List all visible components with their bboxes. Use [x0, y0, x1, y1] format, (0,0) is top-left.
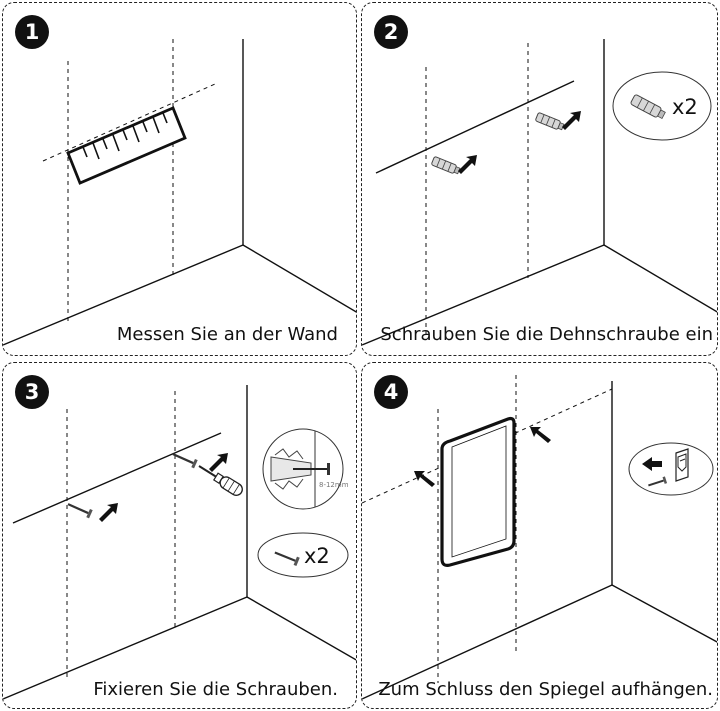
- screw-icon: [648, 476, 668, 487]
- arrow-icon: [458, 155, 477, 174]
- step-3-panel: 8-12mm x2 3 Fixieren Sie die Schrauben.: [2, 362, 357, 709]
- floor-line-left: [362, 584, 613, 700]
- floor-line-right: [246, 596, 356, 661]
- step-1-panel: 1 Messen Sie an der Wand: [2, 2, 357, 356]
- arrow-icon: [414, 471, 435, 487]
- wall-hook-icon: [675, 448, 689, 482]
- step-caption: Zum Schluss den Spiegel aufhängen.: [378, 679, 713, 700]
- mirror-icon: [440, 416, 516, 567]
- hook-callout: [628, 442, 714, 496]
- step-4-panel: 4 Zum Schluss den Spiegel aufhängen.: [361, 362, 718, 709]
- step-number-badge: 3: [15, 375, 49, 409]
- wall-plug-icon: [535, 112, 565, 131]
- step-caption: Messen Sie an der Wand: [116, 324, 338, 345]
- floor-line-left: [362, 244, 605, 346]
- arrow-icon: [642, 457, 662, 471]
- screwdriver-icon: [198, 465, 243, 496]
- step-caption: Fixieren Sie die Schrauben.: [93, 679, 338, 700]
- floor-line-right: [242, 244, 356, 313]
- wall-plug-icon: [431, 156, 461, 175]
- step-4-illustration: [362, 375, 717, 700]
- level-line: [12, 432, 222, 524]
- floor-line-right: [603, 244, 717, 313]
- quantity-callout: [257, 532, 349, 578]
- floor-line-left: [3, 244, 244, 346]
- ruler-icon: [66, 106, 187, 185]
- step-2-illustration: x2: [362, 39, 717, 346]
- step-2-panel: x2 2 Schrauben Sie die Dehnschraube ein: [361, 2, 718, 356]
- arrow-icon: [562, 111, 581, 130]
- screw-icon: [67, 503, 93, 519]
- depth-label: 8-12mm: [319, 481, 349, 489]
- step-number-badge: 2: [374, 15, 408, 49]
- quantity-label: x2: [304, 544, 330, 568]
- quantity-callout: [612, 71, 712, 141]
- step-number-badge: 4: [374, 375, 408, 409]
- quantity-label: x2: [672, 95, 698, 119]
- floor-line-left: [3, 596, 248, 700]
- step-number-badge: 1: [15, 15, 49, 49]
- step-3-illustration: 8-12mm x2: [3, 385, 356, 700]
- screw-icon: [172, 453, 198, 469]
- depth-detail-callout: 8-12mm: [262, 428, 349, 510]
- step-caption: Schrauben Sie die Dehnschraube ein: [380, 324, 713, 345]
- arrow-icon: [99, 503, 118, 522]
- arrow-icon: [209, 453, 228, 472]
- arrow-icon: [530, 427, 551, 443]
- screw-icon: [274, 551, 300, 567]
- step-1-illustration: [3, 39, 356, 346]
- wall-plug-icon: [630, 94, 666, 120]
- level-line: [375, 80, 575, 174]
- floor-line-right: [611, 584, 717, 643]
